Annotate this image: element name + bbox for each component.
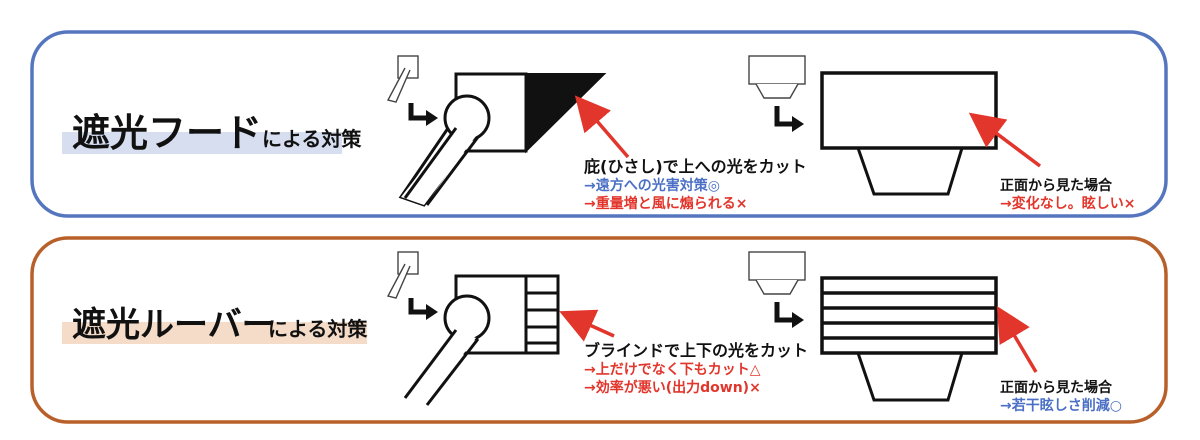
hood-red-arrow [574, 95, 630, 159]
hood-title: 遮光フード による対策 [62, 111, 362, 155]
louver-front-caption: 正面から見た場合 [1000, 379, 1113, 396]
lamp-icon [386, 55, 419, 103]
louver-front-result: →若干眩しさ削減○ [1000, 397, 1122, 414]
hood-side-good: →遠方への光害対策◎ [584, 177, 720, 194]
louver-title-sub: による対策 [268, 317, 368, 341]
front-panel [820, 71, 998, 150]
hood-title-sub: による対策 [262, 127, 362, 151]
curved-arrow-icon [774, 106, 794, 127]
curved-arrow-icon [408, 298, 428, 315]
curved-arrow-icon [774, 302, 794, 323]
hood-front-view: 正面から見た場合 →変化なし。眩しい× [748, 55, 1135, 212]
front-red-arrow [996, 305, 1038, 373]
louver-title-main: 遮光ルーバー [72, 305, 276, 345]
hood-front-result: →変化なし。眩しい× [1000, 195, 1135, 212]
lamp-front-icon [748, 55, 806, 99]
hood-front-caption: 正面から見た場合 [1000, 177, 1113, 194]
hood-visor [525, 73, 607, 154]
front-red-arrow [968, 112, 1042, 168]
louver-title: 遮光ルーバー による対策 [62, 305, 368, 345]
louver-red-arrow [559, 309, 615, 342]
louver-side-slats [524, 274, 560, 355]
louver-title-highlight [62, 322, 367, 344]
louver-panel: 遮光ルーバー による対策 ブ [30, 236, 1168, 424]
lamp-icon [386, 251, 419, 299]
louver-side-view: ブラインドで上下の光をカット →上だけでなく下もカット△ →効率が悪い(出力do… [386, 251, 808, 406]
hood-side-caption: 庇(ひさし)で上への光をカット [584, 157, 807, 176]
lamp-front-icon [748, 251, 806, 295]
hood-side-bad: →重量増と風に煽られる× [584, 195, 747, 212]
louver-side-caption: ブラインドで上下の光をカット [584, 341, 808, 360]
lamp-stand [855, 351, 965, 402]
hood-title-highlight [62, 132, 342, 154]
louver-front-view: 正面から見た場合 →若干眩しさ削減○ [748, 251, 1122, 414]
hood-title-main: 遮光フード [72, 111, 262, 155]
curved-arrow-icon [408, 103, 428, 121]
front-louver-panel [820, 276, 998, 355]
louver-side-good: →上だけでなく下もカット△ [584, 362, 761, 378]
lamp-stand [855, 146, 965, 196]
louver-side-bad: →効率が悪い(出力down)× [584, 379, 761, 396]
hood-side-view: 庇(ひさし)で上への光をカット →遠方への光害対策◎ →重量増と風に煽られる× [386, 55, 807, 212]
hood-panel: 遮光フード による対策 庇( [30, 30, 1168, 218]
